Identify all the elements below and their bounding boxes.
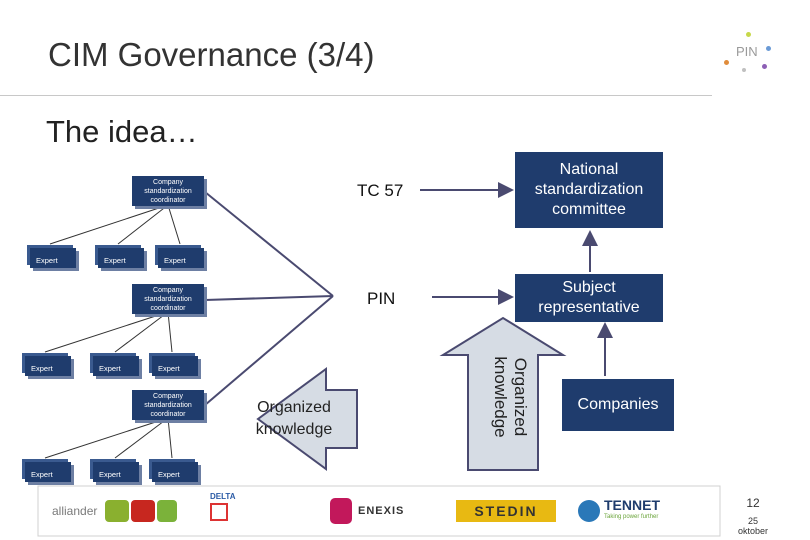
organized-knowledge-rotated: Organized knowledge	[486, 342, 530, 452]
stedin-logo: STEDIN	[456, 500, 556, 522]
tennet-mark	[578, 500, 600, 522]
pin-logo-text: PIN	[736, 44, 758, 59]
national-committee-box: National standardization committee	[515, 152, 663, 228]
rotated-line-1: Organized	[511, 357, 530, 437]
organized-knowledge-text: Organized knowledge	[255, 399, 333, 438]
expert-box: Expert	[152, 356, 198, 376]
tennet-logo: TENNET Taking power further	[578, 494, 698, 528]
alliander-mark	[131, 500, 156, 522]
logo-dot	[766, 46, 771, 51]
enexis-logo: ENEXIS	[330, 495, 430, 527]
delta-logo-text: DELTA	[210, 492, 236, 501]
header-divider	[0, 95, 712, 96]
pin-label: PIN	[367, 289, 396, 308]
stedin-logo-text: STEDIN	[474, 503, 538, 519]
subject-representative-box: Subject representative	[515, 274, 663, 322]
delta-mark	[210, 503, 228, 521]
expert-box: Expert	[152, 462, 198, 482]
coordinator-box-3: Company standardization coordinator	[132, 390, 204, 420]
coordinator-box-2: Company standardization coordinator	[132, 284, 204, 314]
tc57-label: TC 57	[357, 181, 404, 200]
companies-box: Companies	[562, 379, 674, 431]
alliander-mark	[105, 500, 130, 522]
tennet-logo-text: TENNET	[604, 497, 660, 513]
logo-dot	[762, 64, 767, 69]
expert-box: Expert	[25, 356, 71, 376]
enexis-logo-text: ENEXIS	[358, 505, 405, 517]
date-day: 25	[747, 516, 758, 526]
alliander-logo-text: alliander	[52, 504, 98, 518]
slide-title: CIM Governance (3/4)	[48, 36, 375, 73]
expert-box: Expert	[25, 462, 71, 482]
logo-dot	[724, 60, 729, 65]
logo-dot	[746, 32, 751, 37]
expert-box: Expert	[93, 462, 139, 482]
partner-logo-strip: alliander DELTA ENEXIS STEDIN TENNET Tak…	[38, 486, 720, 536]
slide-subtitle: The idea…	[46, 114, 198, 149]
alliander-logo: alliander	[52, 498, 202, 524]
date-label: 25 oktober	[736, 516, 770, 536]
pin-logo: PIN	[718, 30, 782, 86]
expert-box: Expert	[30, 248, 76, 268]
organized-knowledge-arrow-left	[256, 367, 358, 471]
organized-knowledge-arrow-up	[439, 316, 567, 471]
logo-dot	[742, 68, 746, 72]
tennet-tagline: Taking power further	[604, 514, 659, 520]
expert-box: Expert	[93, 356, 139, 376]
page-number: 12	[746, 496, 760, 510]
rotated-line-2: knowledge	[491, 356, 510, 438]
alliander-mark	[157, 500, 178, 522]
expert-box: Expert	[98, 248, 144, 268]
expert-box: Expert	[158, 248, 204, 268]
enexis-mark	[330, 498, 352, 524]
delta-logo: DELTA	[210, 492, 270, 532]
date-month: oktober	[737, 526, 769, 536]
coordinator-box-1: Company standardization coordinator	[132, 176, 204, 206]
